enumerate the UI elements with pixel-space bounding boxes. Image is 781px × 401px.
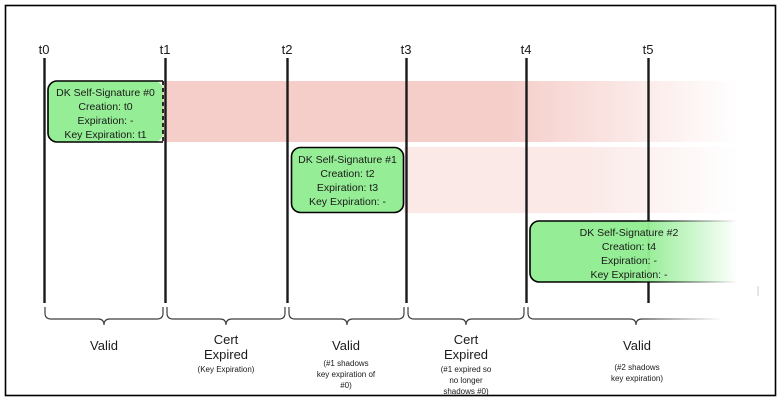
period-note-cert-expired-1: (Key Expiration) xyxy=(198,365,255,374)
signature-2-line-1: DK Self-Signature #2 xyxy=(580,227,679,239)
tick-label-t0: t0 xyxy=(39,42,50,57)
tick-labels: t0 t1 t2 t3 t4 t5 xyxy=(39,42,654,57)
period-note-valid-3-line-2: key expiration) xyxy=(611,374,663,383)
period-labels: Valid Cert Expired (Key Expiration) Vali… xyxy=(90,332,663,396)
period-label-valid-3: Valid xyxy=(623,338,651,353)
period-label-valid-1: Valid xyxy=(90,338,118,353)
period-note-cert-expired-2-line-1: (#1 expired so xyxy=(441,365,492,374)
brace-cert-expired-2 xyxy=(407,307,525,326)
signature-0-line-1: DK Self-Signature #0 xyxy=(56,87,155,99)
band-signature-1-cert-validity xyxy=(404,147,738,213)
period-label-valid-2: Valid xyxy=(332,338,360,353)
tick-label-t1: t1 xyxy=(160,42,171,57)
period-label-cert-expired-2-line-2: Expired xyxy=(444,347,488,362)
period-label-cert-expired-1-line-1: Cert xyxy=(214,332,239,347)
period-note-valid-2-line-2: key expiration of xyxy=(317,370,376,379)
signature-1-line-3: Expiration: t3 xyxy=(317,182,378,194)
signature-1-line-4: Key Expiration: - xyxy=(309,196,387,208)
signature-2-fill xyxy=(530,221,738,282)
dk-self-signature-2: DK Self-Signature #2 Creation: t4 Expira… xyxy=(529,220,738,283)
signature-2-line-2: Creation: t4 xyxy=(602,241,656,253)
period-note-valid-2-line-3: #0) xyxy=(340,381,352,390)
period-label-cert-expired-2-line-1: Cert xyxy=(454,332,479,347)
diagram-frame xyxy=(4,4,777,397)
signature-0-outline-solid xyxy=(47,80,163,143)
signature-1-box xyxy=(290,146,405,214)
brace-valid-1 xyxy=(44,307,164,326)
brace-valid-3 xyxy=(527,307,722,326)
brace-cert-expired-1 xyxy=(166,307,286,326)
validity-bands xyxy=(163,81,738,214)
signature-2-line-4: Key Expiration: - xyxy=(590,269,668,281)
tick-label-t3: t3 xyxy=(401,42,412,57)
period-note-cert-expired-2-line-3: shadows #0) xyxy=(443,387,489,396)
signature-2-outline xyxy=(529,220,738,283)
signature-1-line-2: Creation: t2 xyxy=(320,168,374,180)
signature-0-fill xyxy=(48,81,163,142)
period-note-cert-expired-2-line-2: no longer xyxy=(449,376,483,385)
dk-self-signature-0: DK Self-Signature #0 Creation: t0 Expira… xyxy=(47,80,164,143)
period-label-cert-expired-1-line-2: Expired xyxy=(204,347,248,362)
signature-2-line-3: Expiration: - xyxy=(601,255,658,267)
signature-0-line-2: Creation: t0 xyxy=(78,101,132,113)
period-note-valid-2-line-1: (#1 shadows xyxy=(323,359,368,368)
band-signature-0-cert-validity xyxy=(163,81,738,142)
period-braces xyxy=(44,307,722,326)
brace-valid-2 xyxy=(288,307,405,326)
tick-label-t4: t4 xyxy=(521,42,532,57)
signature-1-line-1: DK Self-Signature #1 xyxy=(298,154,397,166)
time-gridlines xyxy=(43,58,650,303)
signature-0-line-3: Expiration: - xyxy=(77,115,134,127)
period-note-valid-3-line-1: (#2 shadows xyxy=(614,363,659,372)
tick-label-t2: t2 xyxy=(282,42,293,57)
signature-0-line-4: Key Expiration: t1 xyxy=(64,129,146,141)
tick-label-t5: t5 xyxy=(643,42,654,57)
dk-self-signature-1: DK Self-Signature #1 Creation: t2 Expira… xyxy=(290,146,405,214)
